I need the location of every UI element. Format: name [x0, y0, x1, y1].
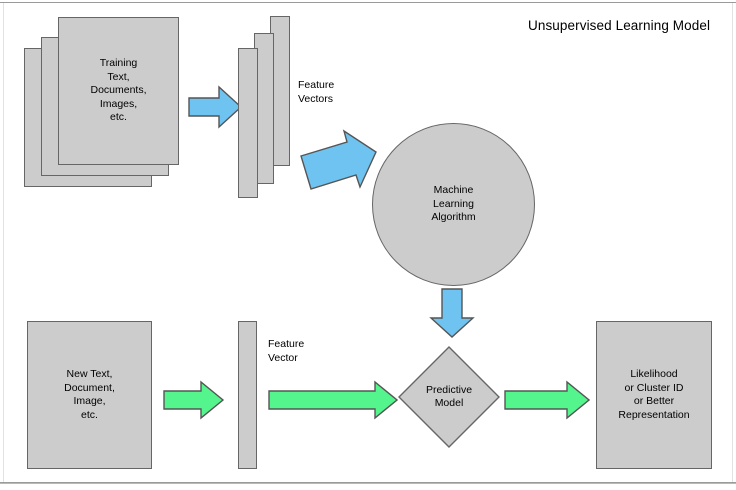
canvas-bottom-border	[0, 482, 736, 484]
training-docs-label: Training Text, Documents, Images, etc.	[90, 57, 147, 124]
feature-vectors-label: Feature Vectors	[298, 79, 335, 105]
training-docs-sheet-front[interactable]: Training Text, Documents, Images, etc.	[58, 17, 179, 165]
arrow-input-to-vector	[163, 380, 225, 420]
ml-algorithm-circle[interactable]: Machine Learning Algorithm	[372, 123, 535, 286]
feature-vector-label: Feature Vector	[268, 338, 305, 364]
arrow-vector-to-model	[268, 380, 398, 420]
diagram-title: Unsupervised Learning Model	[528, 18, 711, 33]
predictive-model-label: Predictive Model	[425, 384, 473, 409]
output-label: Likelihood or Cluster ID or Better Repre…	[618, 368, 690, 421]
output-box[interactable]: Likelihood or Cluster ID or Better Repre…	[596, 321, 712, 469]
feature-vector-bar-single[interactable]	[238, 321, 257, 469]
arrow-vectors-to-algorithm	[294, 128, 378, 190]
canvas-right-border	[732, 3, 733, 482]
arrow-model-to-output	[504, 380, 590, 420]
arrow-docs-to-vectors	[188, 85, 242, 129]
arrow-algorithm-to-model	[429, 288, 475, 338]
new-input-label: New Text, Document, Image, etc.	[64, 368, 115, 421]
canvas-left-border	[3, 3, 4, 482]
predictive-model-diamond[interactable]: Predictive Model	[397, 345, 501, 449]
canvas-top-border	[0, 2, 736, 3]
ml-algorithm-label: Machine Learning Algorithm	[431, 184, 476, 224]
new-input-box[interactable]: New Text, Document, Image, etc.	[27, 321, 152, 469]
feature-vector-bar-front[interactable]	[238, 48, 258, 198]
